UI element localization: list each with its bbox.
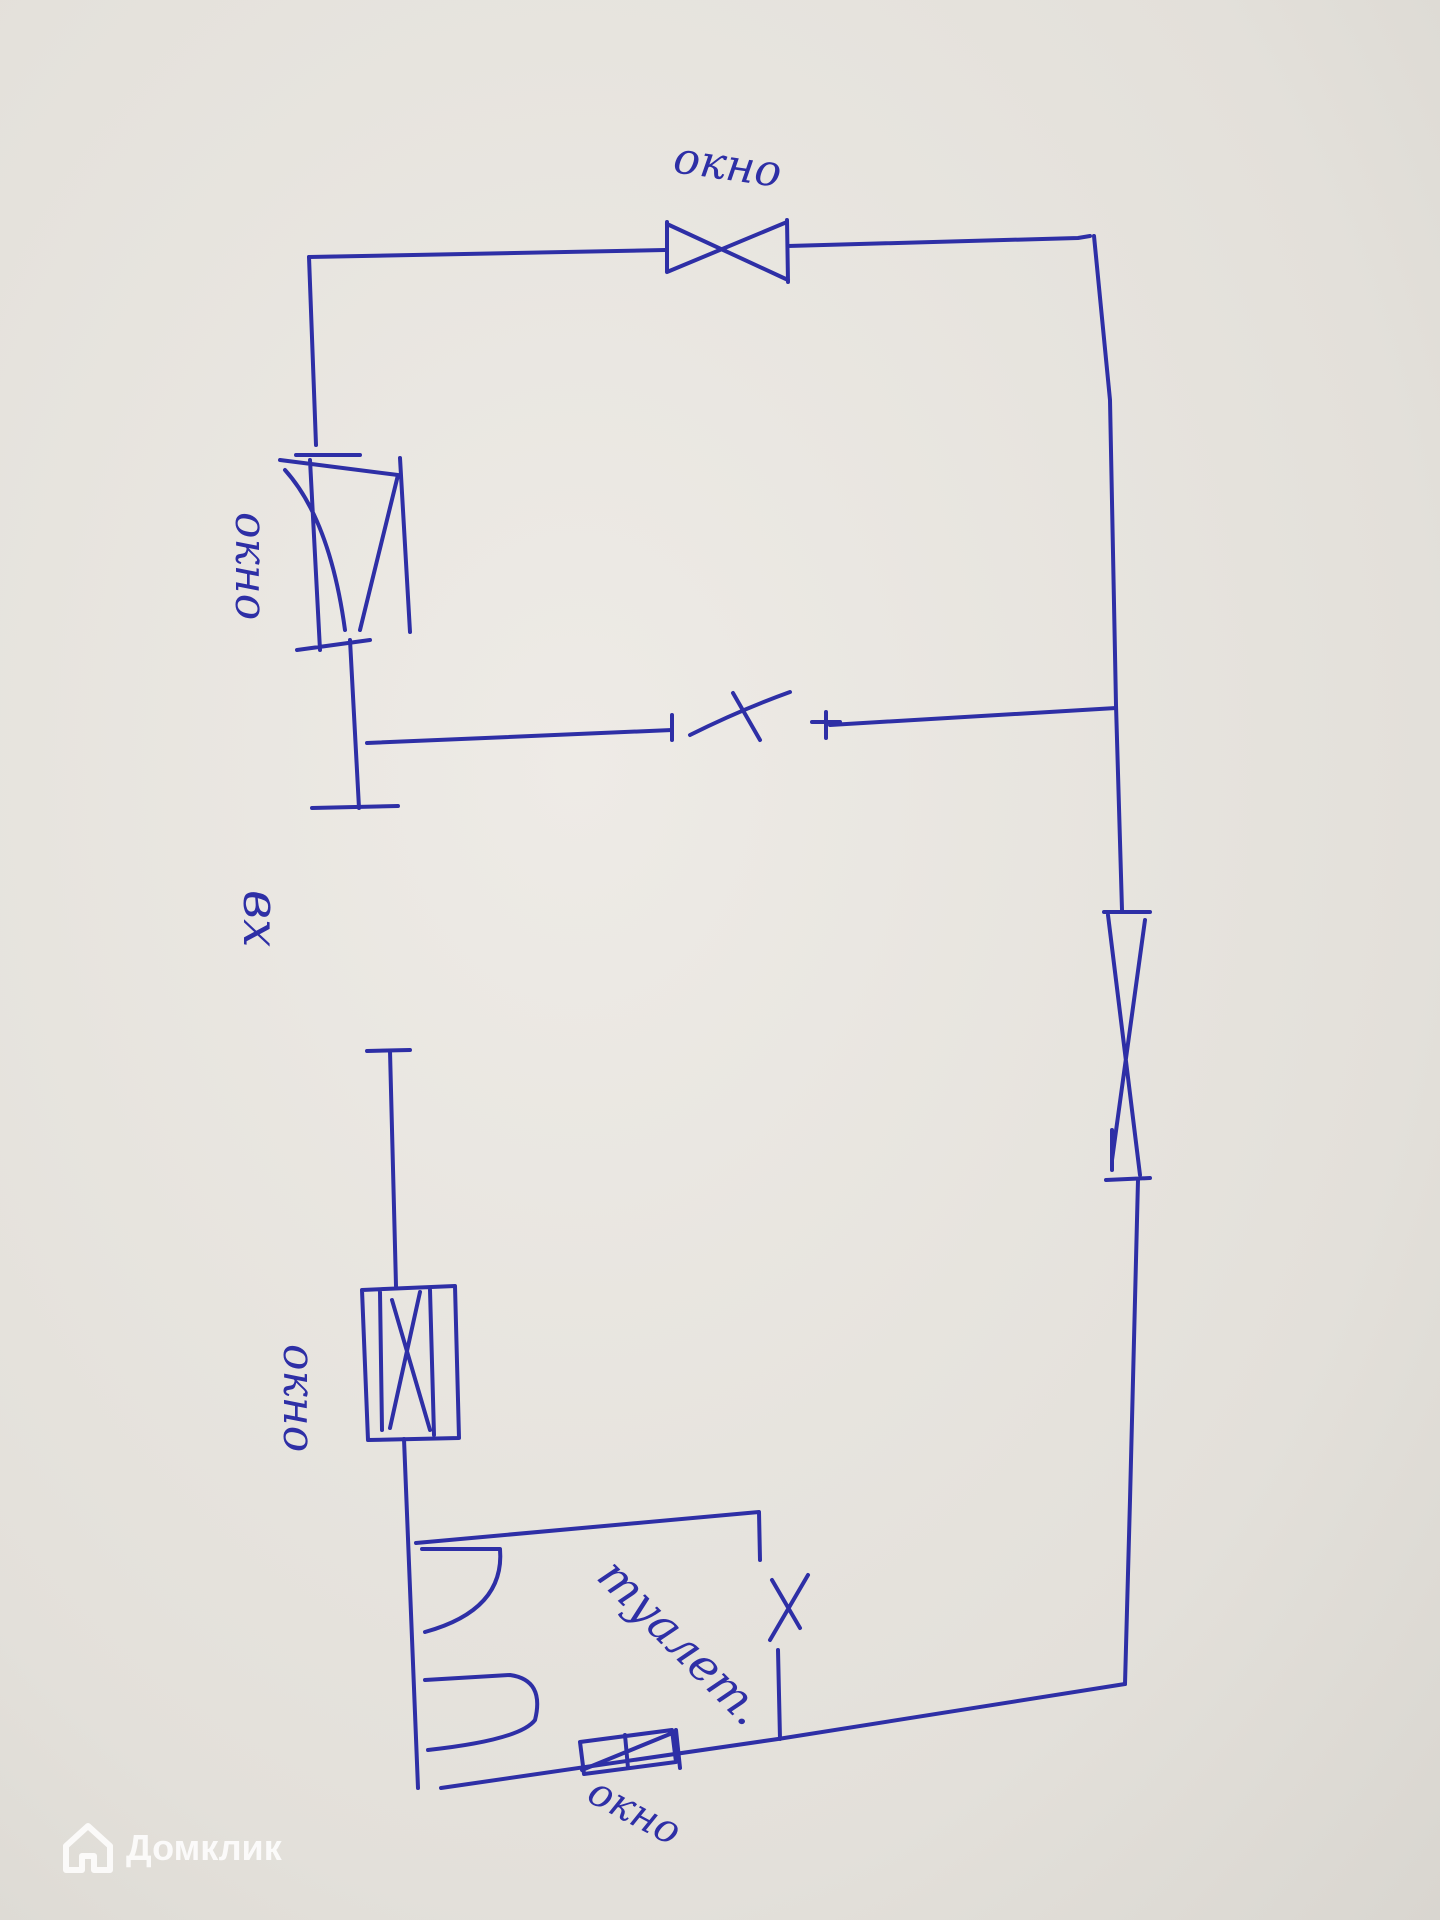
sink-arc <box>420 1547 503 1634</box>
label-window-left: окно <box>225 512 276 620</box>
right-wall <box>1092 234 1140 1686</box>
interior-door <box>670 690 842 742</box>
bathroom <box>414 1510 1127 1790</box>
home-logo-icon <box>63 1823 113 1873</box>
left-window <box>278 453 412 652</box>
top-window <box>665 218 790 284</box>
label-window-top: окно <box>670 132 784 198</box>
watermark: Домклик <box>60 1820 282 1876</box>
bathtub <box>423 1673 540 1752</box>
label-toilet: туалет. <box>587 1548 775 1736</box>
entrance-tick-upper <box>310 804 400 810</box>
left-wall-upper <box>307 255 361 810</box>
right-door <box>1102 910 1152 1182</box>
watermark-text: Домклик <box>126 1827 282 1868</box>
label-window-bottom: окно <box>580 1768 688 1855</box>
lower-left-window <box>360 1284 461 1442</box>
label-entrance: вх <box>232 890 290 947</box>
bottom-window <box>578 1728 682 1776</box>
top-wall <box>307 234 1092 259</box>
left-wall-lower <box>388 1049 420 1790</box>
interior-wall <box>365 706 1118 745</box>
label-window-lower-left: окно <box>273 1344 324 1452</box>
